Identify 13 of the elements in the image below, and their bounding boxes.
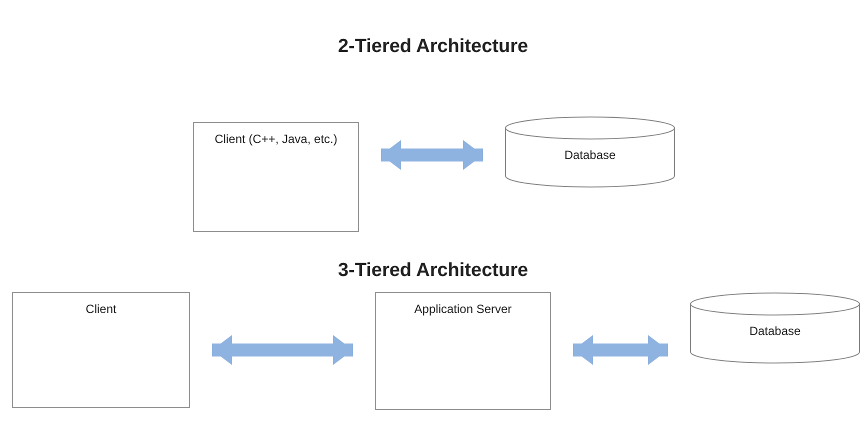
double-arrow [381,140,483,170]
node-label: Client [84,301,118,318]
node-label: Database [748,323,802,340]
tier-box [193,122,359,232]
double-arrow [212,335,353,365]
tier-box [12,292,190,408]
section-heading: 3-Tiered Architecture [338,260,528,282]
node-label: Client (C++, Java, etc.) [214,131,338,148]
node-label: Database [563,147,617,164]
double-arrow [573,335,668,365]
section-heading: 2-Tiered Architecture [338,36,528,58]
tier-box [375,292,551,410]
node-label: Application Server [413,301,513,318]
